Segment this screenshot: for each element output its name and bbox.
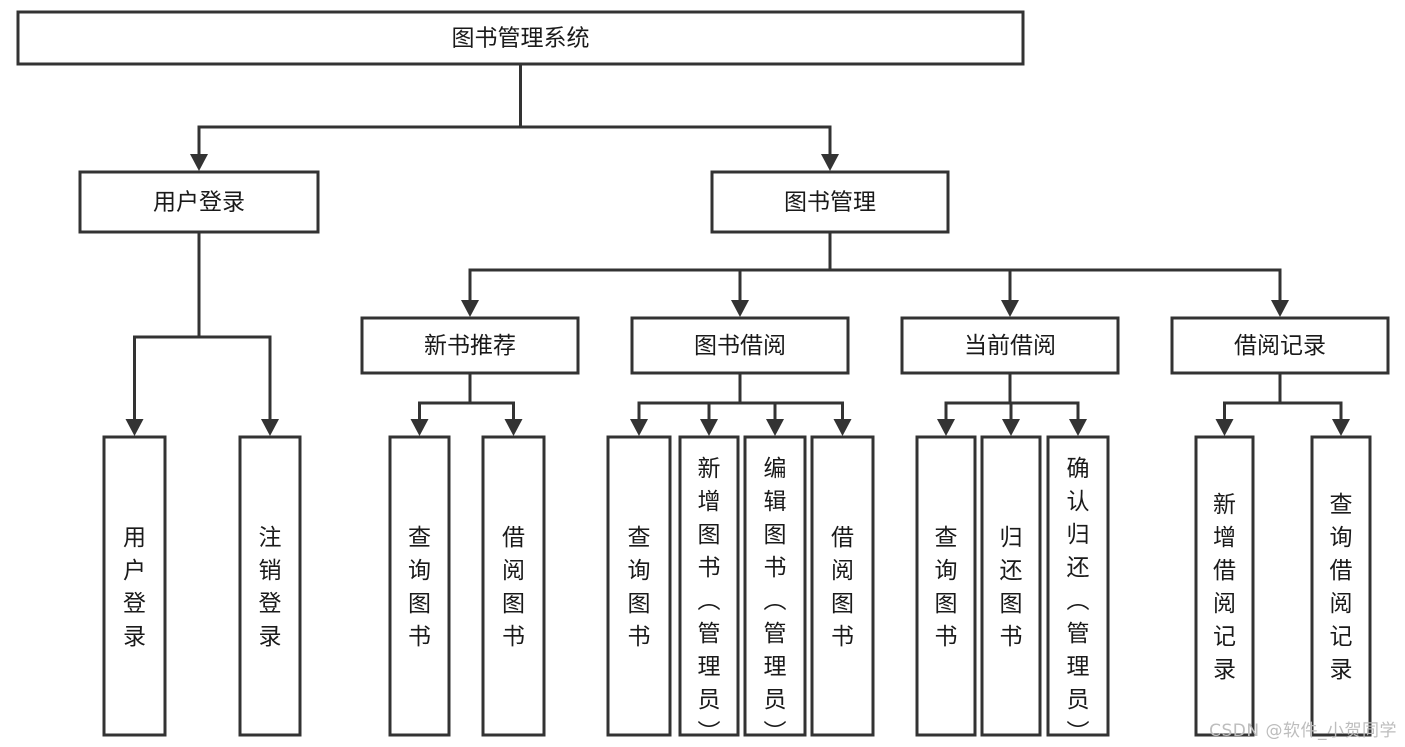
node-box (102, 435, 167, 737)
node-label: 当前借阅 (964, 333, 1056, 359)
node-label: 图书管理 (784, 190, 876, 216)
node-label: 编辑图书︵管理员︶ (764, 456, 787, 746)
arrow-head-icon (700, 419, 718, 436)
node-box (16, 10, 1025, 66)
node-leaf-logout[interactable]: 注销登录 (238, 435, 302, 737)
arrow-head-icon (1001, 300, 1019, 317)
node-box (915, 435, 977, 737)
arrow-head-icon (190, 154, 208, 171)
node-box (710, 170, 950, 234)
arrow-head-icon (125, 419, 144, 436)
node-label: 注销登录 (259, 525, 282, 650)
arrow-head-icon (1002, 419, 1020, 436)
node-leaf-add-book[interactable]: 新增图书︵管理员︶ (678, 435, 740, 746)
node-leaf-confirm-return[interactable]: 确认归还︵管理员︶ (1046, 435, 1110, 746)
node-box (1310, 435, 1372, 737)
node-box (1194, 435, 1255, 737)
node-label: 查询借阅记录 (1330, 492, 1353, 683)
arrow-head-icon (1069, 419, 1087, 436)
arrow-head-icon (461, 300, 479, 317)
node-box (980, 435, 1042, 737)
connectors-layer (125, 62, 1350, 436)
node-box (238, 435, 302, 737)
node-label: 查询图书 (935, 525, 958, 650)
node-box (388, 435, 451, 737)
node-label: 新书推荐 (424, 333, 516, 359)
arrow-head-icon (1271, 300, 1289, 317)
node-label: 归还图书 (1000, 525, 1023, 650)
node-label: 用户登录 (153, 190, 245, 216)
node-leaf-query-book-2[interactable]: 查询图书 (606, 435, 672, 737)
node-label: 确认归还︵管理员︶ (1067, 456, 1090, 746)
arrow-head-icon (731, 300, 749, 317)
watermark-text: CSDN @软件_小贺同学 (1209, 721, 1397, 741)
arrow-head-icon (937, 419, 955, 436)
arrow-head-icon (630, 419, 648, 436)
node-label: 用户登录 (123, 525, 146, 650)
node-leaf-borrow-book-1[interactable]: 借阅图书 (481, 435, 546, 737)
node-leaf-return-book[interactable]: 归还图书 (980, 435, 1042, 737)
node-root[interactable]: 图书管理系统 (16, 10, 1025, 66)
node-book-manage[interactable]: 图书管理 (710, 170, 950, 234)
arrow-head-icon (261, 419, 279, 436)
node-label: 新增借阅记录 (1213, 492, 1236, 683)
node-leaf-query-book-3[interactable]: 查询图书 (915, 435, 977, 737)
node-label: 图书借阅 (694, 333, 786, 359)
arrow-head-icon (1332, 419, 1350, 436)
node-box (1046, 435, 1110, 737)
node-leaf-edit-book[interactable]: 编辑图书︵管理员︶ (743, 435, 807, 746)
node-user-login[interactable]: 用户登录 (78, 170, 320, 234)
node-book-borrow[interactable]: 图书借阅 (630, 316, 850, 375)
node-box (360, 316, 580, 375)
node-label: 查询图书 (628, 525, 651, 650)
node-leaf-user-login[interactable]: 用户登录 (102, 435, 167, 737)
node-label: 借阅图书 (502, 525, 525, 650)
node-box (743, 435, 807, 737)
node-new-book-rec[interactable]: 新书推荐 (360, 316, 580, 375)
arrow-head-icon (833, 419, 852, 436)
node-label: 借阅记录 (1234, 333, 1326, 359)
arrow-head-icon (410, 419, 429, 436)
node-box (900, 316, 1120, 375)
arrow-head-icon (766, 419, 784, 436)
arrow-head-icon (1215, 419, 1234, 436)
node-leaf-query-book-1[interactable]: 查询图书 (388, 435, 451, 737)
node-label: 查询图书 (408, 525, 431, 650)
node-current-borrow[interactable]: 当前借阅 (900, 316, 1120, 375)
node-box (78, 170, 320, 234)
node-leaf-add-record[interactable]: 新增借阅记录 (1194, 435, 1255, 737)
node-borrow-record[interactable]: 借阅记录 (1170, 316, 1390, 375)
node-label: 图书管理系统 (452, 26, 590, 52)
node-box (606, 435, 672, 737)
node-label: 借阅图书 (831, 525, 854, 650)
node-box (810, 435, 875, 737)
nodes-layer: 图书管理系统用户登录图书管理新书推荐图书借阅当前借阅借阅记录用户登录注销登录查询… (16, 10, 1390, 746)
node-box (481, 435, 546, 737)
node-leaf-query-record[interactable]: 查询借阅记录 (1310, 435, 1372, 737)
node-leaf-borrow-book-2[interactable]: 借阅图书 (810, 435, 875, 737)
arrow-head-icon (504, 419, 523, 436)
node-box (678, 435, 740, 737)
node-box (1170, 316, 1390, 375)
node-box (630, 316, 850, 375)
node-label: 新增图书︵管理员︶ (698, 456, 721, 746)
arrow-head-icon (821, 154, 839, 171)
